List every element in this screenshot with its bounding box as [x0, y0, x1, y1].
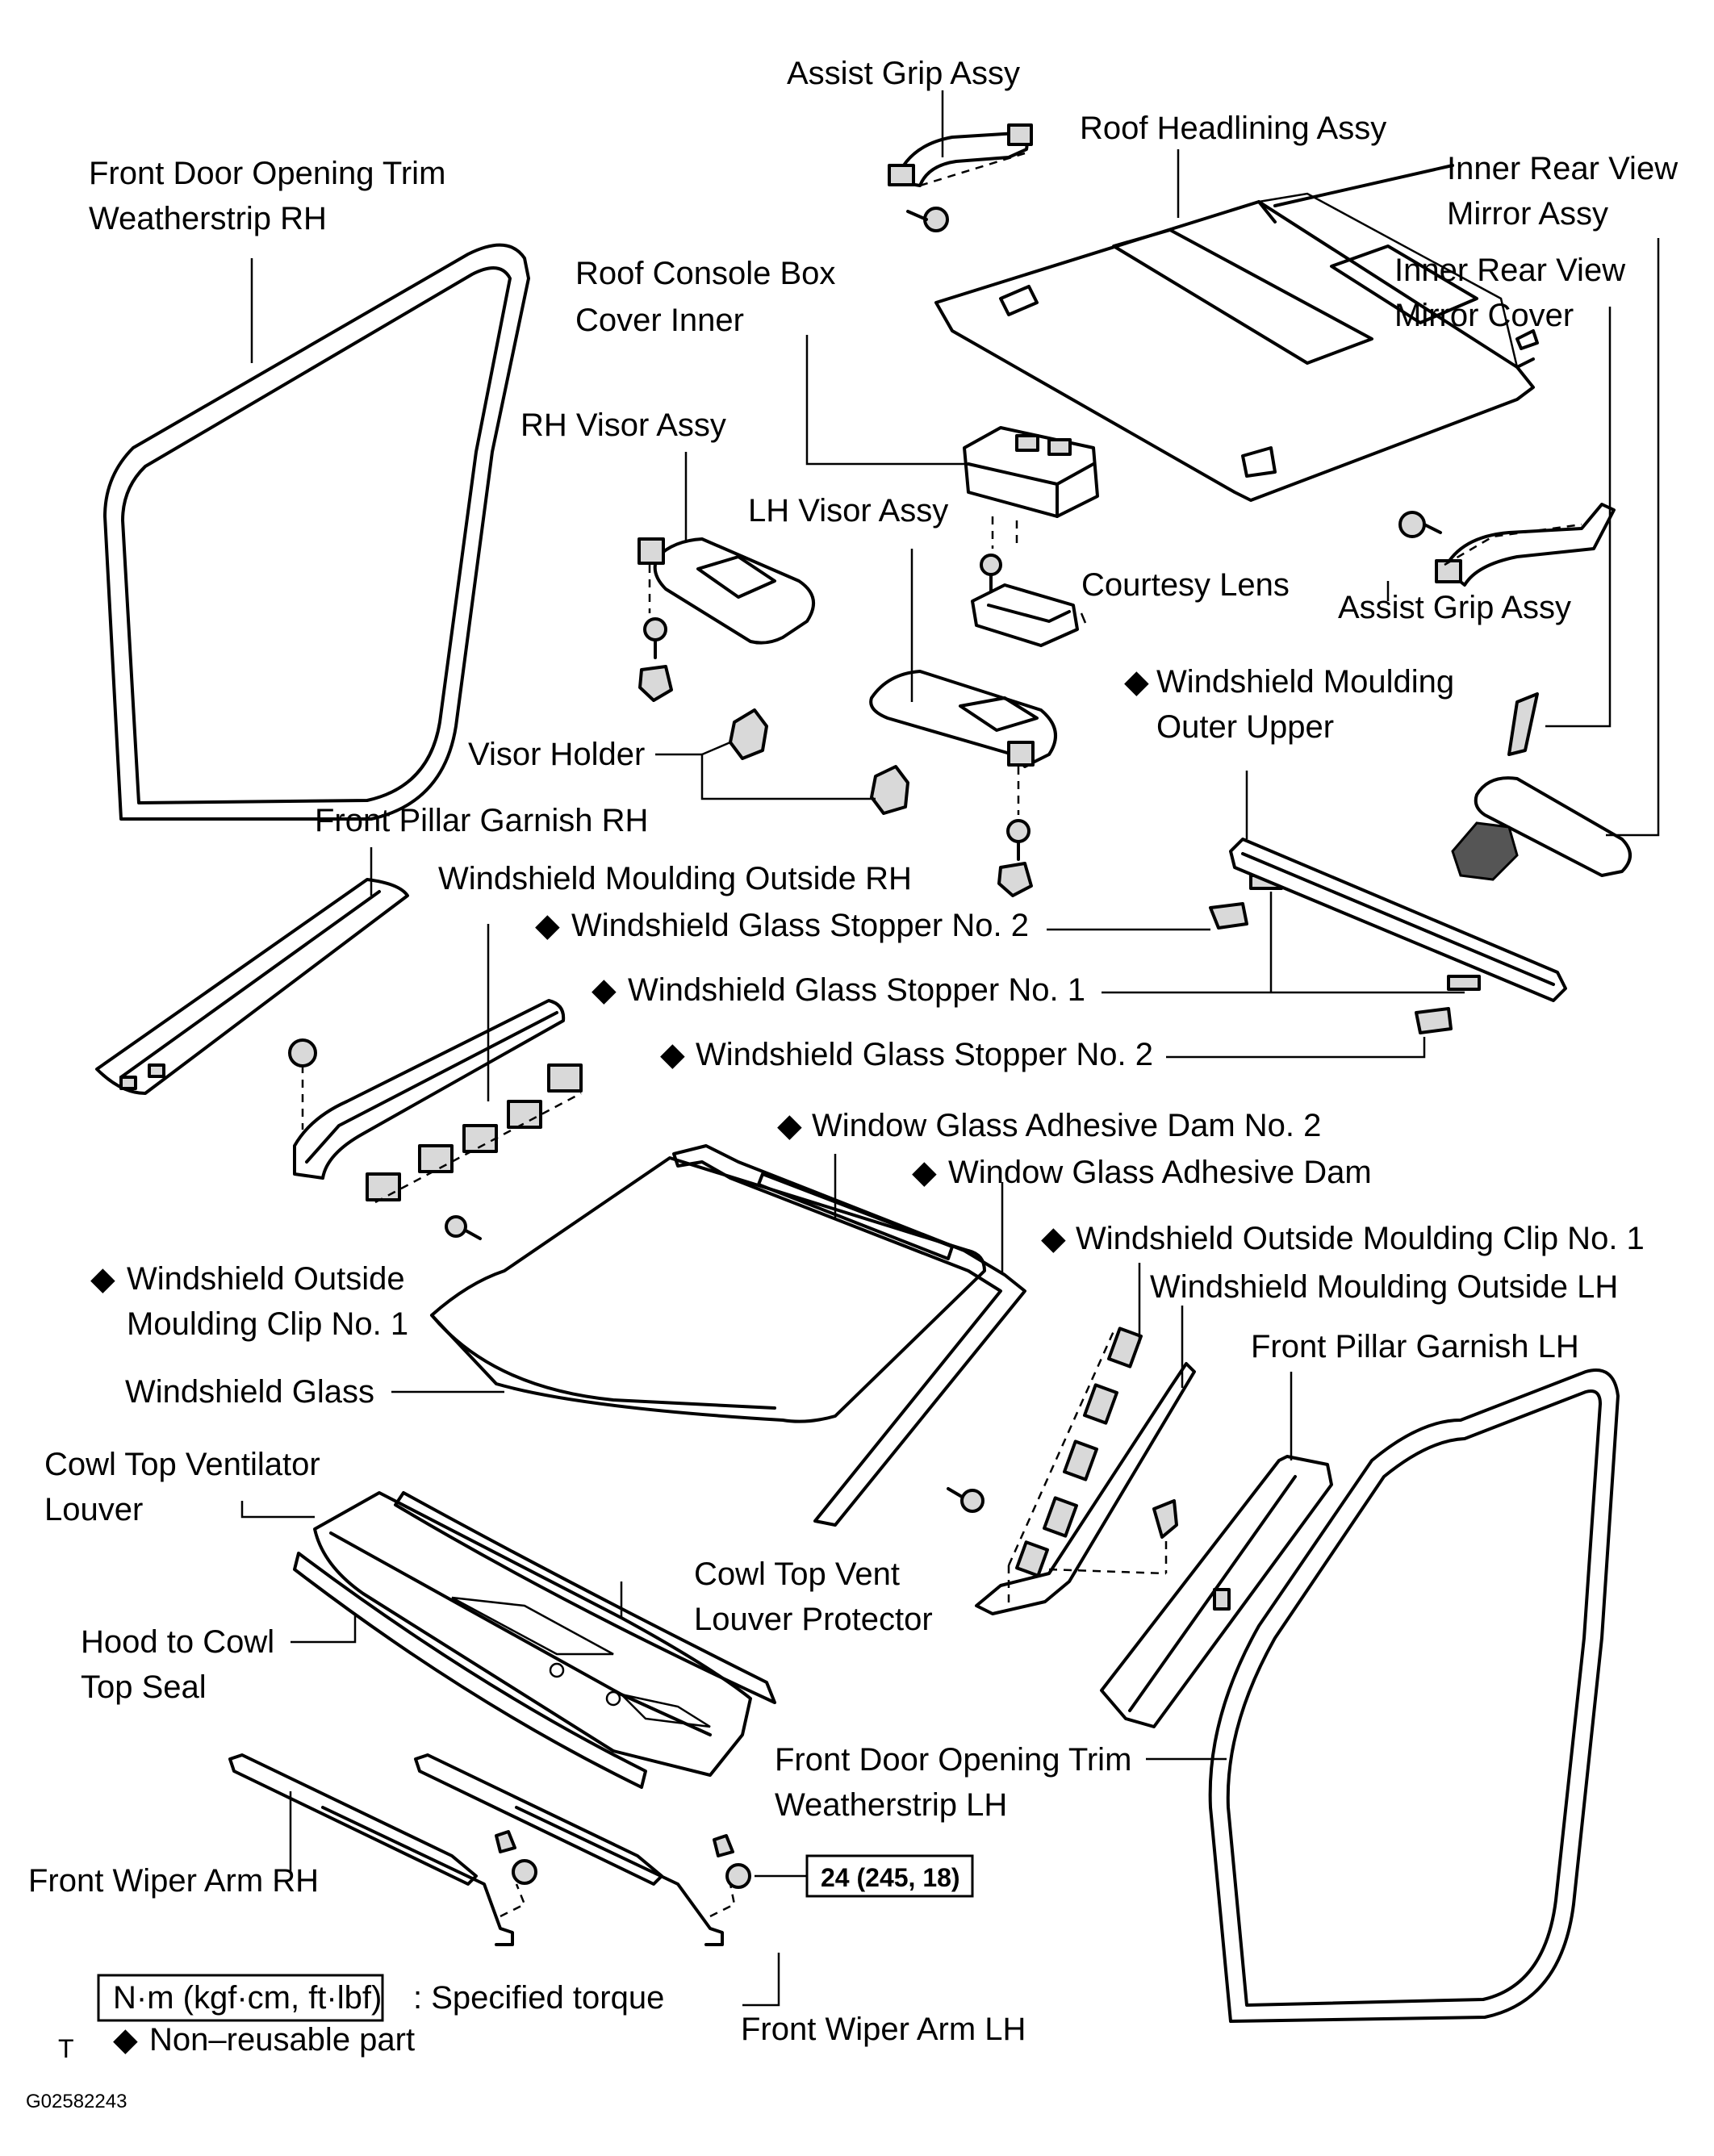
- label-pillar-garnish-rh: Front Pillar Garnish RH: [315, 803, 648, 838]
- hood-seal-part: [293, 1552, 647, 1789]
- label-clip-no1-left-2: Moulding Clip No. 1: [127, 1306, 408, 1342]
- legend-torque-units: N·m (kgf·cm, ft·lbf): [113, 1980, 382, 2016]
- label-stopper-no1: Windshield Glass Stopper No. 1: [628, 972, 1085, 1008]
- front-pillar-garnish-rh-part: [95, 878, 409, 1095]
- label-inner-mirror-2: Mirror Assy: [1447, 196, 1608, 232]
- labels: Assist Grip Assy Roof Headlining Assy In…: [28, 56, 1678, 2047]
- cowl-protector-part: [394, 1491, 776, 1704]
- front-pillar-garnish-lh-part: [1100, 1455, 1333, 1728]
- wiper-arm-rh-part: [228, 1753, 537, 1946]
- leader-lines: [240, 90, 1660, 2007]
- label-courtesy-lens: Courtesy Lens: [1081, 567, 1290, 603]
- visor-holder-part: [729, 708, 909, 815]
- label-rh-visor: RH Visor Assy: [520, 407, 726, 443]
- label-cowl-protector-2: Louver Protector: [694, 1602, 933, 1637]
- label-wiper-rh: Front Wiper Arm RH: [28, 1863, 319, 1899]
- label-mirror-cover-1: Inner Rear View: [1394, 253, 1625, 288]
- rh-visor-part: [638, 537, 815, 702]
- label-assist-grip-top: Assist Grip Assy: [787, 56, 1020, 91]
- label-front-door-rh-2: Weatherstrip RH: [89, 201, 327, 236]
- label-lh-visor: LH Visor Assy: [748, 493, 948, 529]
- assist-grip-right-part: [1398, 503, 1616, 587]
- non-reusable-marker: ◆: [912, 1155, 937, 1190]
- legend-non-reusable-symbol: ◆: [113, 2022, 138, 2058]
- non-reusable-marker: ◆: [660, 1037, 685, 1072]
- ws-moulding-rh-part: [293, 999, 566, 1180]
- label-front-door-lh-1: Front Door Opening Trim: [775, 1742, 1131, 1778]
- moulding-clips-rh-part: [288, 1038, 583, 1240]
- non-reusable-marker: ◆: [1124, 664, 1149, 700]
- roof-console-part: [963, 426, 1099, 595]
- label-mirror-cover-2: Mirror Cover: [1394, 298, 1574, 333]
- non-reusable-marker: ◆: [1041, 1221, 1066, 1256]
- cowl-louver-part: [313, 1491, 752, 1777]
- front-door-weatherstrip-rh: [103, 243, 530, 821]
- diagram-id: G02582243: [26, 2091, 127, 2112]
- label-ws-moulding-upper-2: Outer Upper: [1156, 709, 1334, 745]
- legend-torque-text: : Specified torque: [413, 1980, 664, 2016]
- label-cowl-louver-2: Louver: [44, 1492, 143, 1527]
- label-visor-holder: Visor Holder: [468, 737, 645, 772]
- label-ws-moulding-upper-1: Windshield Moulding: [1156, 664, 1454, 700]
- label-front-door-lh-2: Weatherstrip LH: [775, 1787, 1007, 1823]
- label-cowl-louver-1: Cowl Top Ventilator: [44, 1447, 320, 1482]
- label-adhesive-dam: Window Glass Adhesive Dam: [948, 1155, 1372, 1190]
- wiper-arm-lh-part: [414, 1753, 751, 1946]
- label-roof-console-1: Roof Console Box: [575, 256, 835, 291]
- front-door-weatherstrip-lh-part: [1208, 1368, 1620, 2023]
- label-stopper-no2-b: Windshield Glass Stopper No. 2: [696, 1037, 1153, 1072]
- legend-non-reusable-text: Non–reusable part: [149, 2022, 415, 2058]
- torque-value-box: [805, 1854, 974, 1898]
- label-cowl-protector-1: Cowl Top Vent: [694, 1556, 900, 1592]
- label-ws-glass: Windshield Glass: [125, 1374, 374, 1410]
- non-reusable-marker: ◆: [592, 972, 617, 1008]
- label-roof-headlining: Roof Headlining Assy: [1080, 111, 1386, 146]
- label-hood-seal-1: Hood to Cowl: [81, 1624, 274, 1660]
- label-clip-no1-right: Windshield Outside Moulding Clip No. 1: [1076, 1221, 1645, 1256]
- roof-headlining-part: [934, 164, 1539, 502]
- assist-grip-top-part: [888, 123, 1033, 232]
- ws-moulding-upper-part: [1229, 838, 1567, 1002]
- label-adhesive-dam-no2: Window Glass Adhesive Dam No. 2: [812, 1108, 1321, 1143]
- label-assist-grip-right: Assist Grip Assy: [1338, 590, 1571, 625]
- label-pillar-garnish-lh: Front Pillar Garnish LH: [1251, 1329, 1579, 1364]
- label-clip-no1-left-1: Windshield Outside: [127, 1261, 405, 1297]
- label-front-door-rh-1: Front Door Opening Trim: [89, 156, 445, 191]
- label-hood-seal-2: Top Seal: [81, 1669, 207, 1705]
- label-inner-mirror-1: Inner Rear View: [1447, 151, 1678, 186]
- non-reusable-marker: ◆: [90, 1261, 115, 1297]
- ws-moulding-lh-part: [947, 1327, 1196, 1615]
- courtesy-lens-part: [971, 583, 1079, 647]
- inner-mirror-part: [1451, 692, 1632, 881]
- label-ws-moulding-rh: Windshield Moulding Outside RH: [438, 861, 912, 896]
- non-reusable-marker: ◆: [535, 908, 560, 943]
- legend: N·m (kgf·cm, ft·lbf) : Specified torque …: [26, 1974, 664, 2112]
- windshield-glass-part: [430, 1156, 986, 1423]
- legend-torque-box: [97, 1974, 384, 2022]
- label-ws-moulding-lh: Windshield Moulding Outside LH: [1150, 1269, 1618, 1305]
- non-reusable-marker: ◆: [777, 1108, 802, 1143]
- lh-visor-part: [869, 670, 1057, 897]
- torque-value: 24 (245, 18): [821, 1863, 960, 1892]
- label-stopper-no2-a: Windshield Glass Stopper No. 2: [571, 908, 1029, 943]
- corner-mark: T: [58, 2034, 74, 2063]
- label-wiper-lh: Front Wiper Arm LH: [741, 2012, 1026, 2047]
- adhesive-dam-part: [672, 1144, 1026, 1527]
- label-roof-console-2: Cover Inner: [575, 303, 744, 338]
